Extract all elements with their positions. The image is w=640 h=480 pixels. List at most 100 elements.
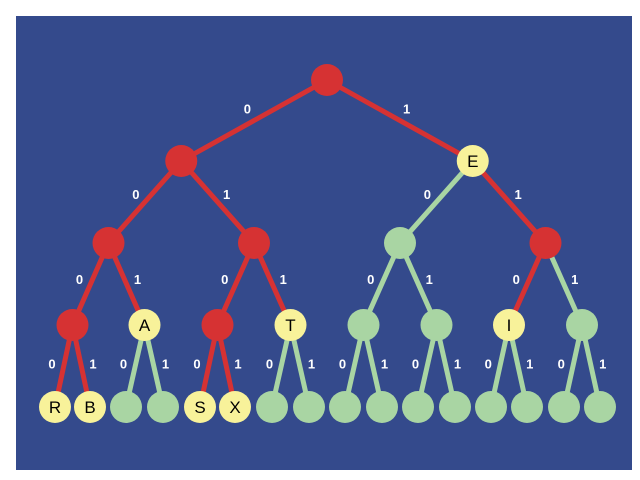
bit-label: 1 xyxy=(381,356,388,371)
node-circle xyxy=(238,227,270,259)
bit-label: 0 xyxy=(193,356,200,371)
node-n1000 xyxy=(329,391,361,423)
node-circle xyxy=(548,391,580,423)
node-x: X xyxy=(219,391,251,423)
bit-label: 1 xyxy=(223,187,230,202)
node-s: S xyxy=(184,391,216,423)
bit-label: 0 xyxy=(221,272,228,287)
node-n1111 xyxy=(584,391,616,423)
node-n111 xyxy=(566,309,598,341)
edge-root-n0 xyxy=(178,77,330,164)
node-circle xyxy=(420,309,453,341)
node-circle xyxy=(584,391,616,423)
bit-label: 0 xyxy=(244,101,251,116)
bit-label: 0 xyxy=(424,187,431,202)
edge-n1-n10 xyxy=(397,158,476,246)
node-n1001 xyxy=(366,391,398,423)
bit-label: 0 xyxy=(367,272,374,287)
node-circle xyxy=(165,145,198,177)
bit-label: 0 xyxy=(76,272,83,287)
node-n1110 xyxy=(548,391,580,423)
node-a: A xyxy=(128,309,161,341)
node-n0010 xyxy=(110,391,142,423)
node-circle xyxy=(256,391,288,423)
node-circle xyxy=(511,391,543,423)
node-letter: R xyxy=(49,398,61,417)
node-circle xyxy=(201,309,234,341)
bit-label: 1 xyxy=(454,356,461,371)
node-n11 xyxy=(529,227,562,259)
node-circle xyxy=(184,391,216,423)
node-circle xyxy=(456,145,489,177)
node-circle xyxy=(311,64,343,96)
bit-label: 0 xyxy=(266,356,273,371)
node-n0 xyxy=(165,145,198,177)
node-b: B xyxy=(74,391,106,423)
edge-n0-n00 xyxy=(106,158,184,246)
bit-label: 1 xyxy=(162,356,169,371)
node-e: E xyxy=(456,145,489,177)
bit-label: 0 xyxy=(339,356,346,371)
node-n1010 xyxy=(402,391,434,423)
node-n10 xyxy=(384,227,416,259)
node-circle xyxy=(92,227,125,259)
node-circle xyxy=(128,309,161,341)
bit-label: 0 xyxy=(412,356,419,371)
node-circle xyxy=(366,391,398,423)
node-circle xyxy=(566,309,598,341)
node-circle xyxy=(56,309,89,341)
node-circle xyxy=(147,391,179,423)
bit-label: 1 xyxy=(308,356,315,371)
edge-n1-n11 xyxy=(470,158,548,246)
node-n1011 xyxy=(439,391,471,423)
bit-label: 0 xyxy=(513,272,520,287)
node-circle xyxy=(329,391,361,423)
edge-n0-n01 xyxy=(178,158,257,246)
bit-label: 1 xyxy=(134,272,141,287)
edge-root-n1 xyxy=(324,77,476,164)
node-letter: S xyxy=(194,398,205,417)
node-circle xyxy=(39,391,71,423)
node-n000 xyxy=(56,309,89,341)
node-n0110 xyxy=(256,391,288,423)
node-circle xyxy=(439,391,471,423)
node-root xyxy=(311,64,343,96)
node-n010 xyxy=(201,309,234,341)
bit-label: 1 xyxy=(426,272,433,287)
node-n0011 xyxy=(147,391,179,423)
bit-label: 0 xyxy=(120,356,127,371)
node-n1100 xyxy=(475,391,507,423)
bit-label: 1 xyxy=(526,356,533,371)
node-t: T xyxy=(274,309,307,341)
bit-label: 0 xyxy=(558,356,565,371)
bit-label: 1 xyxy=(280,272,287,287)
node-n101 xyxy=(420,309,453,341)
node-letter: A xyxy=(139,316,151,335)
bit-label: 0 xyxy=(485,356,492,371)
node-letter: T xyxy=(285,316,295,335)
node-letter: I xyxy=(507,316,512,335)
node-n00 xyxy=(92,227,125,259)
node-n0111 xyxy=(293,391,325,423)
node-circle xyxy=(219,391,251,423)
node-circle xyxy=(274,309,307,341)
edges-layer xyxy=(52,77,603,410)
node-letter: E xyxy=(467,152,478,171)
node-circle xyxy=(74,391,106,423)
node-n1101 xyxy=(511,391,543,423)
node-letter: B xyxy=(84,398,95,417)
node-circle xyxy=(493,309,525,341)
bit-label: 0 xyxy=(132,187,139,202)
node-circle xyxy=(529,227,562,259)
node-circle xyxy=(347,309,380,341)
bit-label: 1 xyxy=(89,356,96,371)
node-r: R xyxy=(39,391,71,423)
node-circle xyxy=(293,391,325,423)
bit-label: 1 xyxy=(514,187,521,202)
node-n01 xyxy=(238,227,270,259)
node-n100 xyxy=(347,309,380,341)
node-circle xyxy=(475,391,507,423)
